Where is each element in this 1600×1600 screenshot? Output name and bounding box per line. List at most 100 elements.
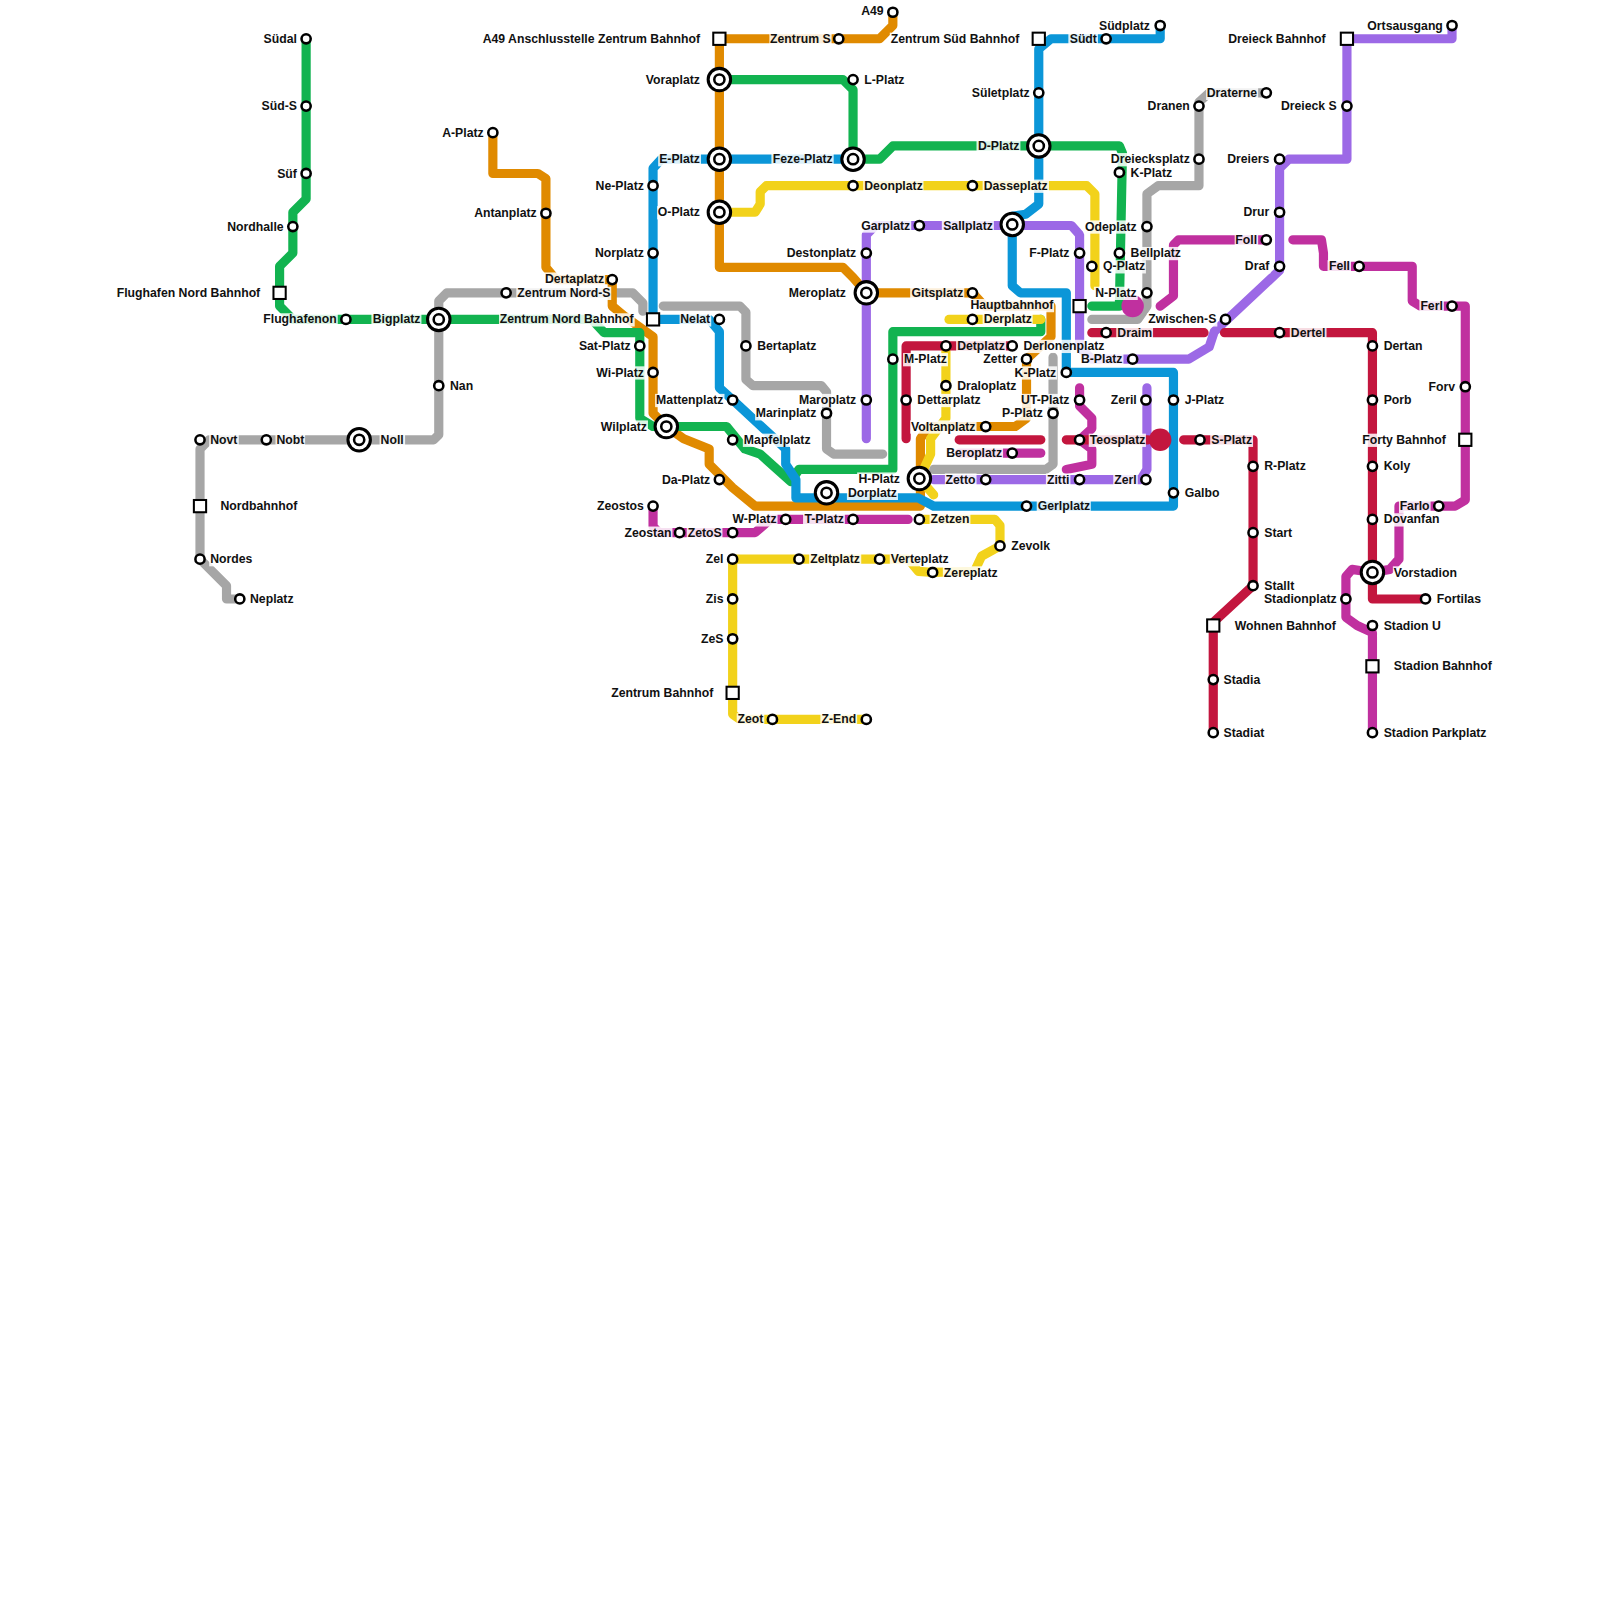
station-label: Stadion Bahnhof	[1393, 660, 1493, 673]
interchange-marker	[348, 429, 370, 451]
station-label: Koly	[1383, 460, 1412, 473]
station-label: Nordhalle	[226, 220, 285, 233]
interchange-marker	[914, 473, 924, 483]
terminal-marker	[647, 313, 659, 325]
station-label: A49	[860, 6, 885, 19]
station-markers	[194, 8, 1472, 738]
station-marker	[741, 341, 750, 350]
station-label: Farlo	[1399, 499, 1431, 512]
station-marker	[502, 288, 511, 297]
station-marker	[1461, 382, 1470, 391]
station-label: Dreieck Bahnhof	[1227, 32, 1326, 45]
station-label: Zereplatz	[943, 566, 999, 579]
station-label: Zevolk	[1010, 539, 1051, 552]
station-marker	[995, 541, 1004, 550]
station-label: Drur	[1242, 206, 1270, 219]
station-label: Odeplatz	[1084, 220, 1138, 233]
interchange-marker	[821, 488, 831, 498]
station-marker	[1008, 448, 1017, 457]
station-label: Galbo	[1184, 486, 1221, 499]
station-label: J-Platz	[1184, 393, 1226, 406]
station-label: Wilplatz	[600, 420, 648, 433]
station-marker	[794, 555, 803, 564]
station-label: Hauptbahnhof	[969, 298, 1054, 311]
station-label: Zerl	[1113, 473, 1138, 486]
station-label: Maroplatz	[798, 393, 857, 406]
station-marker	[728, 555, 737, 564]
station-marker	[1034, 88, 1043, 97]
interchange-marker	[908, 467, 930, 489]
gray-line	[200, 93, 1266, 599]
interchange-marker	[1361, 561, 1383, 583]
station-marker	[1075, 248, 1084, 257]
green-line	[280, 39, 1123, 482]
interchange-marker	[428, 308, 450, 330]
station-label: Bellplatz	[1130, 246, 1182, 259]
station-marker	[862, 248, 871, 257]
station-marker	[262, 435, 271, 444]
station-label: Zeril	[1110, 393, 1138, 406]
line-path	[1293, 240, 1465, 573]
station-label: Mapfelplatz	[743, 433, 812, 446]
station-label: F-Platz	[1028, 246, 1070, 259]
station-label: R-Platz	[1263, 460, 1307, 473]
station-label: A-Platz	[441, 126, 485, 139]
station-marker	[1102, 328, 1111, 337]
station-label: T-Platz	[803, 513, 845, 526]
interchange-marker	[655, 415, 677, 437]
station-label: Feze-Platz	[772, 153, 834, 166]
station-marker	[781, 515, 790, 524]
station-marker	[848, 181, 857, 190]
station-label: Draf	[1244, 260, 1271, 273]
station-marker	[1062, 368, 1071, 377]
station-marker	[1368, 462, 1377, 471]
station-label: Süf	[276, 167, 298, 180]
interchange-marker	[855, 282, 877, 304]
station-marker	[1156, 21, 1165, 30]
station-marker	[608, 275, 617, 284]
station-label: Zis	[705, 592, 725, 605]
station-label: Gerlplatz	[1037, 499, 1091, 512]
station-label: Draterne	[1206, 86, 1258, 99]
terminal-marker	[1073, 300, 1085, 312]
station-marker	[1248, 462, 1257, 471]
station-marker	[1275, 328, 1284, 337]
station-label: Marinplatz	[755, 407, 818, 420]
station-marker	[1368, 621, 1377, 630]
station-label: K-Platz	[1014, 366, 1058, 379]
station-marker	[1341, 594, 1350, 603]
station-marker	[1075, 395, 1084, 404]
station-marker	[1221, 315, 1230, 324]
station-marker	[1368, 341, 1377, 350]
interchange-marker	[708, 148, 730, 170]
station-label: Start	[1263, 526, 1293, 539]
station-label: Gitsplatz	[911, 286, 965, 299]
station-marker	[981, 422, 990, 431]
station-label: Ne-Platz	[595, 179, 645, 192]
station-label: Dettarplatz	[916, 393, 981, 406]
station-marker	[1169, 395, 1178, 404]
station-label: K-Platz	[1130, 166, 1174, 179]
interchange-marker	[1001, 213, 1023, 235]
station-marker	[915, 515, 924, 524]
station-label: Nordes	[209, 553, 253, 566]
station-label: D-Platz	[977, 139, 1021, 152]
station-marker	[728, 594, 737, 603]
station-label: Draim	[1116, 326, 1153, 339]
station-marker	[1141, 475, 1150, 484]
station-label: P-Platz	[1001, 407, 1044, 420]
station-marker	[728, 395, 737, 404]
station-marker	[235, 594, 244, 603]
station-marker	[862, 395, 871, 404]
station-marker	[288, 222, 297, 231]
station-marker	[635, 341, 644, 350]
line-path	[653, 26, 1173, 507]
station-label: Novt	[209, 433, 238, 446]
station-label: Forv	[1428, 380, 1457, 393]
station-label: Detplatz	[956, 339, 1006, 352]
station-label: Sallplatz	[942, 219, 994, 232]
station-marker	[1342, 102, 1351, 111]
station-label: Noll	[380, 433, 405, 446]
